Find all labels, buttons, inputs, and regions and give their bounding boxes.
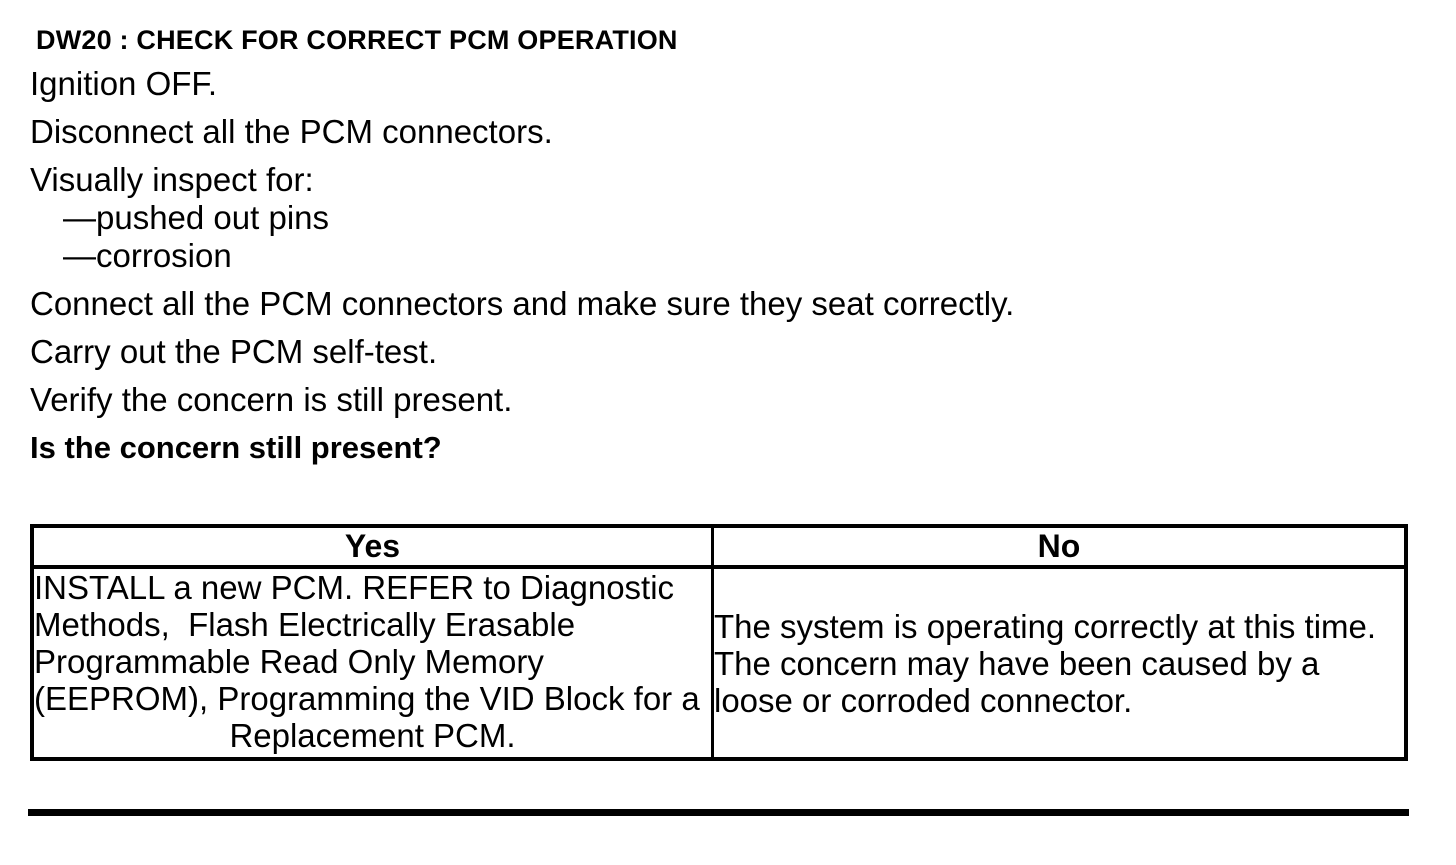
step-carry-out-self-test: Carry out the PCM self-test.	[30, 333, 438, 370]
diagnostic-procedure-page: DW20 : CHECK FOR CORRECT PCM OPERATION I…	[0, 25, 1456, 865]
results-header-row: Yes No	[30, 524, 1408, 569]
procedure-title: DW20 : CHECK FOR CORRECT PCM OPERATION	[36, 25, 678, 55]
results-table: Yes No INSTALL a new PCM. REFER to Diagn…	[30, 524, 1408, 761]
yes-column-header: Yes	[30, 524, 714, 569]
no-action-text: The system is operating correctly at thi…	[714, 607, 1377, 719]
step-question-concern-present: Is the concern still present?	[30, 430, 442, 465]
step-connect-connectors: Connect all the PCM connectors and make …	[30, 285, 1015, 322]
yes-action-last-line: Replacement PCM.	[229, 717, 516, 754]
no-column-header: No	[711, 524, 1408, 569]
step-ignition-off: Ignition OFF.	[30, 65, 218, 102]
step-verify-concern: Verify the concern is still present.	[30, 381, 513, 418]
no-action-cell: The system is operating correctly at thi…	[711, 565, 1408, 761]
procedure-steps: Ignition OFF. Disconnect all the PCM con…	[30, 65, 1456, 467]
step-inspect-pushed-out-pins: —pushed out pins	[63, 199, 330, 236]
section-divider-rule	[28, 809, 1409, 816]
yes-action-cell: INSTALL a new PCM. REFER to Diagnostic M…	[30, 565, 714, 761]
results-body-row: INSTALL a new PCM. REFER to Diagnostic M…	[30, 565, 1408, 761]
step-inspect-corrosion: —corrosion	[63, 237, 232, 274]
yes-action-text: INSTALL a new PCM. REFER to Diagnostic M…	[34, 569, 700, 717]
step-disconnect-connectors: Disconnect all the PCM connectors.	[30, 113, 553, 150]
step-visually-inspect: Visually inspect for:	[30, 161, 314, 198]
